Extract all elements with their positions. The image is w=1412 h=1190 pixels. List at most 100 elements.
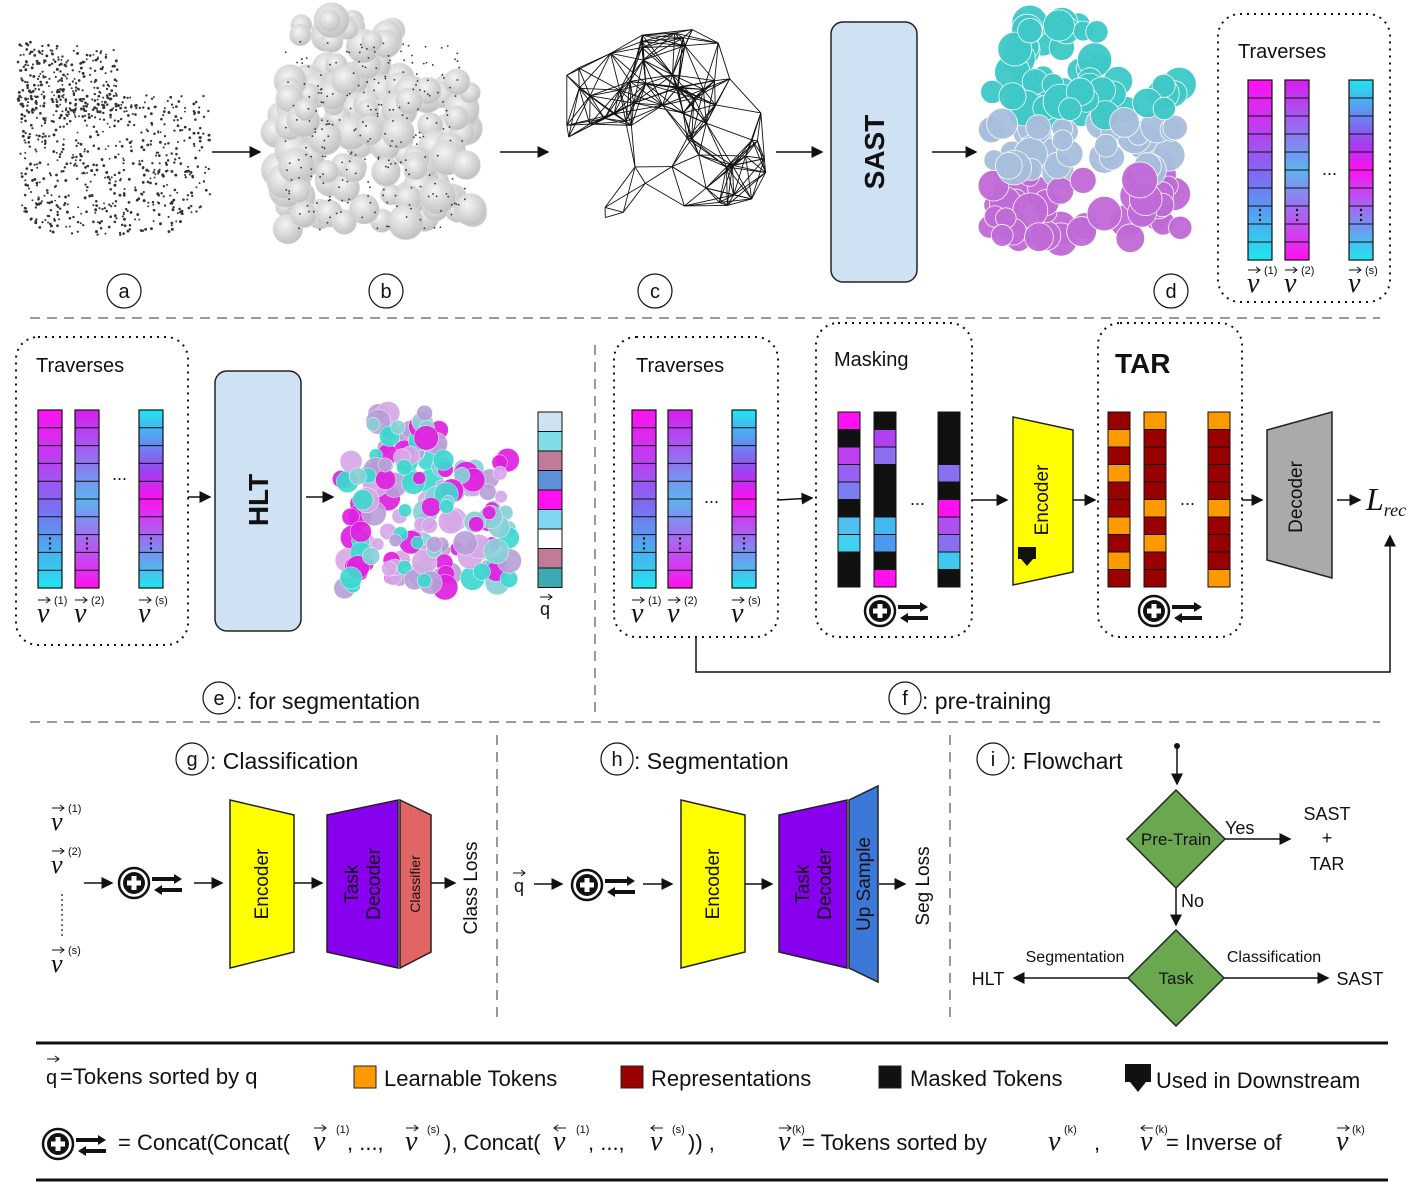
colored-sphere-cloud-image: [977, 4, 1197, 257]
top-traverses-box: [1217, 13, 1391, 303]
legend-inverse: v (k) = Inverse of v (k): [1140, 1124, 1365, 1157]
tar-token-stacks: [1107, 411, 1231, 628]
legend-downstream: Used in Downstream: [1125, 1064, 1360, 1093]
token-stack-2: [74, 409, 100, 589]
mask-ellipsis: ...: [910, 489, 925, 509]
cls-task-decoder-block: [326, 799, 399, 969]
step-label-c: c: [637, 273, 673, 309]
cls-encoder-label: Encoder: [252, 848, 273, 919]
pretrain-decision-label: Pre-Train: [1141, 830, 1211, 849]
mid-left-traverses-box: [15, 336, 189, 646]
top-ellipsis: ...: [1322, 159, 1337, 179]
concat-icon: [570, 868, 635, 902]
svg-text:d: d: [1165, 281, 1176, 303]
token-stack-s: [138, 409, 164, 589]
task-decision: [1126, 928, 1226, 1028]
decoder-block: [1266, 411, 1333, 579]
legend-q: q =Tokens sorted by q: [46, 1055, 258, 1089]
svg-text:v: v: [731, 598, 744, 629]
svg-text:v: v: [1247, 268, 1260, 299]
svg-text:(1): (1): [1264, 265, 1277, 277]
yes-target: SAST+TAR: [1303, 804, 1350, 874]
top-traverses-title: Traverses: [1238, 41, 1326, 63]
token-stack-s: [1348, 79, 1374, 261]
seg-input-q: q: [513, 869, 526, 896]
legend-learnable: Learnable Tokens: [353, 1065, 557, 1091]
svg-text:= Concat(: = Concat(: [118, 1130, 215, 1155]
svg-text:(k): (k): [1155, 1124, 1168, 1136]
no-label: No: [1181, 891, 1204, 911]
svg-text:g: g: [186, 749, 197, 771]
svg-text:, ...,: , ...,: [347, 1130, 384, 1155]
seg-task-decoder-label: TaskDecoder: [793, 847, 836, 919]
svg-text:, ...,: , ...,: [588, 1130, 625, 1155]
svg-text:v: v: [138, 598, 151, 629]
svg-text:v: v: [1048, 1126, 1061, 1157]
svg-text:(1): (1): [648, 595, 661, 607]
legend-vec-inv-v1: v: [553, 1126, 566, 1157]
svg-text:Masked Tokens: Masked Tokens: [910, 1066, 1062, 1091]
svg-text:h: h: [611, 749, 622, 771]
tar-ellipsis: ...: [1180, 489, 1195, 509]
svg-text:,: ,: [1094, 1130, 1100, 1155]
concat-icon: [570, 868, 635, 902]
pretrain-encoder-block: [1012, 416, 1074, 586]
tar-stack-s: [1207, 411, 1231, 588]
svg-text:q: q: [46, 1067, 57, 1089]
hlt-label: HLT: [243, 474, 274, 526]
tar-stack-1: [1107, 411, 1131, 588]
svg-text:v: v: [1284, 268, 1297, 299]
vec-label-2: v(2): [667, 595, 697, 629]
svg-text:(k): (k): [1064, 1124, 1077, 1136]
legend-representations: Representations: [620, 1065, 811, 1091]
mid-left-traverses-title: Traverses: [36, 355, 124, 377]
svg-text:f: f: [902, 688, 908, 710]
arrow-trav-mask: [777, 492, 814, 505]
q-token-stack: [537, 411, 563, 588]
svg-text:v: v: [51, 850, 63, 879]
token-stack-1: [37, 409, 63, 589]
legend-vec-v1: v: [313, 1126, 326, 1157]
seg-encoder-block: [680, 799, 746, 969]
svg-text:v: v: [631, 598, 644, 629]
svg-text:Concat(: Concat(: [213, 1130, 291, 1155]
point-cloud-image: [16, 40, 211, 237]
svg-text:v: v: [51, 949, 63, 978]
seg-encoder-label: Encoder: [703, 848, 724, 919]
svg-text:(s): (s): [427, 1124, 440, 1136]
seg-task-decoder-block: [778, 799, 848, 969]
seg-branch-label: Segmentation: [1026, 949, 1125, 966]
vec-label-1: v(1): [51, 803, 81, 836]
mid-right-token-stacks: v(1)v(2)v(s): [631, 409, 761, 629]
cls-task-decoder-label: TaskDecoder: [342, 847, 385, 919]
mid-left-token-stacks: v(1)v(2)v(s): [37, 409, 168, 629]
concat-icon: [1137, 594, 1202, 628]
svg-text:e: e: [213, 688, 224, 710]
svg-text:q: q: [514, 876, 524, 896]
svg-text:(2): (2): [91, 595, 104, 607]
tar-title: TAR: [1115, 348, 1170, 379]
segmented-bunny-image: [332, 401, 522, 601]
svg-text:(1): (1): [54, 595, 67, 607]
svg-text:: for segmentation: : for segmentation: [236, 688, 420, 714]
svg-text:(1): (1): [68, 803, 81, 815]
q-label: q: [540, 599, 550, 619]
masked-stack-1: [837, 411, 861, 588]
q-arrow: [540, 593, 553, 601]
masking-box: [815, 322, 973, 638]
caption-f: f : pre-training: [888, 681, 1051, 715]
concat-icon: [41, 1127, 106, 1161]
reconstruction-target-line: [695, 534, 1396, 673]
concat-icon: [41, 1127, 106, 1161]
upsample-block: [848, 784, 879, 984]
concat-icon: [117, 866, 182, 900]
svg-text:(s): (s): [672, 1124, 685, 1136]
upsample-label: Up Sample: [854, 837, 875, 931]
concat-icon: [863, 594, 928, 628]
masked-stack-s: [937, 411, 961, 588]
step-label-d: d: [1153, 273, 1189, 309]
svg-text:a: a: [118, 281, 130, 303]
token-stack-s: [731, 409, 757, 589]
svg-text:: Classification: : Classification: [210, 748, 358, 774]
